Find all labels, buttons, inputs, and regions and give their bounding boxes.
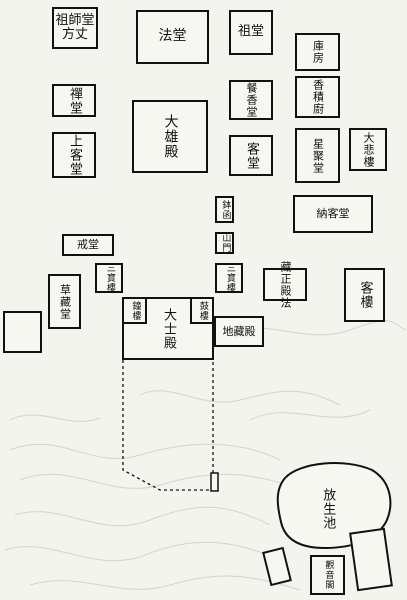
storehouse-label: 庫房: [311, 40, 325, 64]
meditation-hall: 禪堂: [52, 84, 96, 117]
upper-guest-hall-label: 上客堂: [67, 134, 83, 176]
ancestor-hall-label: 祖堂: [237, 24, 264, 40]
marker-post: [210, 472, 219, 492]
ksitigarbha-hall: 地藏殿: [214, 316, 264, 347]
release-pond-label: 放生池: [320, 488, 336, 530]
bell-tower-label: 鐘樓: [130, 300, 141, 321]
bell-box-label: 鉢函: [220, 199, 231, 220]
dashi-hall-label: 大士殿: [161, 307, 177, 350]
storehouse: 庫房: [295, 33, 340, 71]
assembly-hall-label: 星聚堂: [311, 137, 325, 174]
left-treasure-tower-label: 三寶樓: [104, 263, 115, 293]
ancestor-hall: 祖堂: [229, 10, 273, 55]
blank-building: [3, 311, 42, 353]
dining-hall: 餐香堂: [229, 80, 273, 120]
main-buddha-hall-label: 大雄殿: [162, 114, 179, 159]
guest-tower: 客樓: [344, 268, 385, 322]
meditation-hall-label: 禪堂: [67, 86, 83, 115]
abbot-quarters-label: 祖師堂 方丈: [55, 12, 95, 42]
abbot-quarters-hall: 祖師堂 方丈: [52, 7, 98, 49]
bell-box: 鉢函: [215, 196, 234, 223]
great-compassion-tower-label: 大悲樓: [361, 131, 375, 168]
kitchen: 香積廚: [295, 76, 340, 118]
guanyin-pavilion-label: 觀音閣: [323, 560, 334, 590]
right-treasure-tower-label: 三寶樓: [224, 263, 235, 293]
front-enclosure-path: [122, 360, 214, 491]
sutra-repository-label: 藏正殿法: [278, 260, 292, 309]
contour-lines: [4, 320, 406, 591]
great-compassion-tower: 大悲樓: [349, 128, 387, 171]
guanyin-pavilion: 觀音閣: [310, 555, 345, 595]
dining-hall-label: 餐香堂: [244, 82, 258, 118]
receiving-guest-hall: 納客堂: [293, 195, 373, 233]
sutra-repository: 藏正殿法: [263, 261, 307, 309]
guest-tower-label: 客樓: [357, 281, 373, 309]
dharma-hall: 法堂: [136, 10, 209, 64]
guest-hall-label: 客堂: [244, 141, 260, 170]
main-buddha-hall: 大雄殿: [132, 100, 208, 173]
dharma-hall-label: 法堂: [158, 28, 187, 45]
mountain-gate: 山門: [215, 232, 234, 254]
drum-tower: 鼓樓: [190, 297, 214, 324]
right-treasure-tower: 三寶樓: [215, 263, 243, 293]
guest-hall: 客堂: [229, 135, 273, 176]
receiving-guest-hall-label: 納客堂: [316, 207, 350, 221]
thatched-repository-label: 草藏堂: [58, 283, 72, 320]
assembly-hall: 星聚堂: [295, 128, 340, 183]
bell-tower: 鐘樓: [122, 297, 147, 324]
upper-guest-hall: 上客堂: [52, 132, 96, 178]
left-treasure-tower: 三寶樓: [95, 263, 123, 293]
drum-tower-label: 鼓樓: [197, 300, 208, 321]
kitchen-label: 香積廚: [311, 79, 325, 115]
mountain-gate-label: 山門: [220, 233, 231, 253]
precept-hall: 戒堂: [62, 234, 114, 256]
thatched-repository: 草藏堂: [48, 274, 81, 329]
precept-hall-label: 戒堂: [77, 238, 99, 252]
ksitigarbha-hall-label: 地藏殿: [222, 324, 256, 338]
